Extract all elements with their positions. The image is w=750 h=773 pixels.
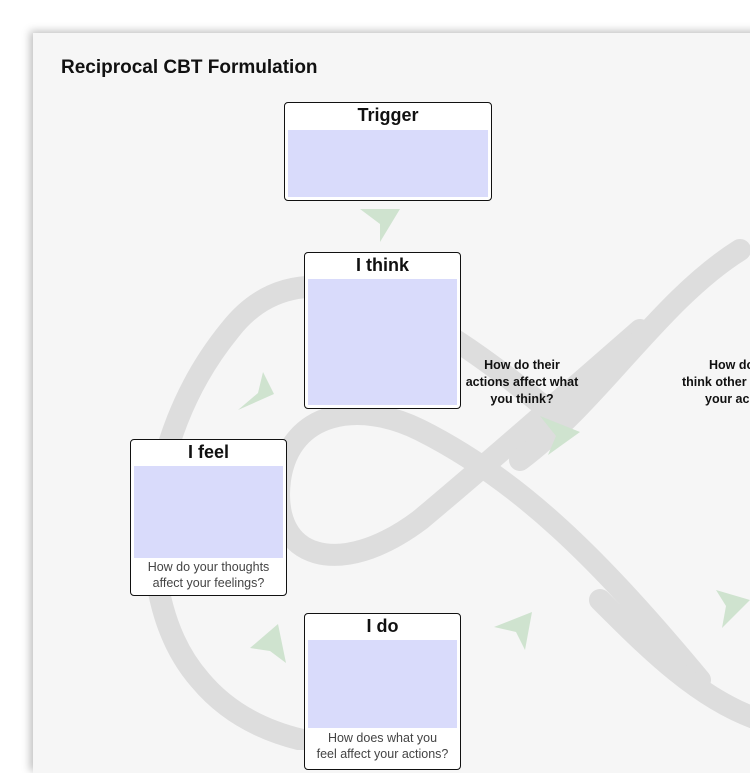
i-do-input-area[interactable] [308, 640, 457, 728]
arrow-middle-icon [540, 416, 580, 455]
i-feel-label: I feel [187, 442, 230, 462]
i-feel-input-area[interactable] [134, 466, 283, 558]
right-lower-line [589, 589, 750, 729]
right-loop-line [509, 239, 750, 471]
i-do-prompt: How does what you feel affect your actio… [305, 730, 460, 762]
i-think-input-area[interactable] [308, 279, 457, 405]
page-title: Reciprocal CBT Formulation [61, 57, 318, 78]
their-actions-line-1: How do their [484, 358, 560, 372]
their-actions-question: How do their actions affect what you thi… [458, 357, 586, 408]
i-think-label: I think [356, 255, 409, 275]
i-feel-box: I feel How do your thoughts affect your … [130, 439, 287, 596]
other-think-line-2: think other [682, 375, 747, 389]
i-do-prompt-line-1: How does what you [327, 731, 438, 745]
arrow-left-up-icon [238, 372, 274, 410]
i-think-box: I think [304, 252, 461, 409]
their-actions-line-2: actions affect what [465, 375, 579, 389]
arrow-trigger-down-icon [360, 209, 400, 242]
other-think-line-1: How do [709, 358, 750, 372]
i-do-label: I do [366, 616, 399, 636]
trigger-label: Trigger [357, 105, 419, 125]
their-actions-line-3: you think? [490, 392, 554, 406]
i-feel-prompt-line-1: How do your thoughts [147, 560, 270, 574]
other-think-line-3: your ac [705, 392, 750, 406]
trigger-input-area[interactable] [288, 130, 488, 197]
i-feel-prompt-line-2: affect your feelings? [152, 576, 265, 590]
i-feel-prompt: How do your thoughts affect your feeling… [131, 559, 286, 591]
i-do-prompt-line-2: feel affect your actions? [316, 747, 449, 761]
arrow-lower-middle-icon [494, 612, 532, 650]
other-think-question: How do think other your ac [680, 357, 750, 408]
i-do-box: I do How does what you feel affect your … [304, 613, 461, 770]
trigger-box: Trigger [284, 102, 492, 201]
arrow-right-icon [716, 590, 750, 628]
arrow-left-down-icon [250, 624, 286, 663]
